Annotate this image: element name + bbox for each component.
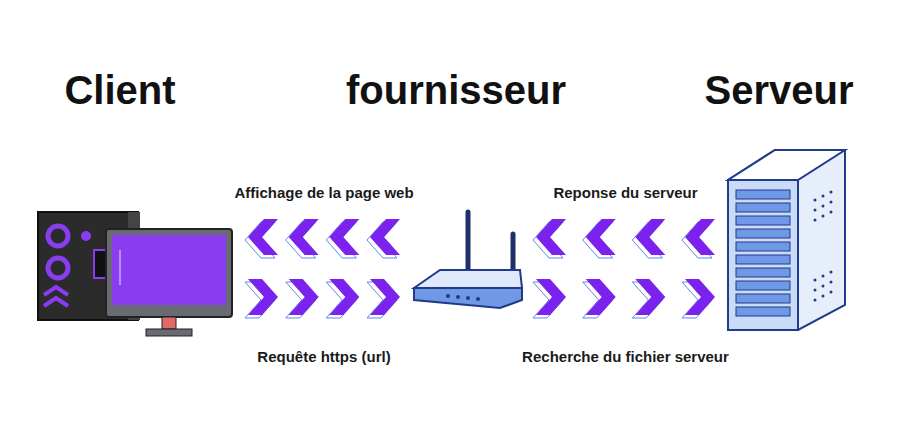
monitor-base xyxy=(146,329,192,336)
chevron xyxy=(536,279,566,315)
edge-label: Affichage de la page web xyxy=(231,183,416,203)
router-top xyxy=(414,270,522,288)
chevron xyxy=(586,279,616,315)
chevron xyxy=(685,219,715,255)
chevron xyxy=(635,279,665,315)
tower-grille xyxy=(44,287,68,306)
rack-vents xyxy=(814,191,833,302)
chevron xyxy=(370,219,400,255)
edge-label: Reponse du serveur xyxy=(550,183,700,203)
chevron xyxy=(586,219,616,255)
router-led xyxy=(466,296,470,300)
chevron xyxy=(536,219,566,255)
tower-fan xyxy=(48,226,68,246)
chevron xyxy=(289,279,319,315)
screen-glare xyxy=(119,250,121,285)
computer-illustration xyxy=(38,212,232,336)
edge-label: Requête https (url) xyxy=(254,347,393,367)
device-node: fournisseur xyxy=(410,70,526,340)
chevron-arrow xyxy=(245,219,400,258)
monitor-neck xyxy=(162,317,176,329)
router-illustration xyxy=(414,212,522,308)
rack-body xyxy=(728,150,845,330)
rack-units xyxy=(736,190,790,316)
monitor-screen xyxy=(112,235,226,305)
chevron xyxy=(248,219,278,255)
tower-light xyxy=(81,231,91,241)
device-heading: Client xyxy=(64,70,175,110)
device-node: Client xyxy=(36,70,238,340)
rack-top xyxy=(728,150,845,180)
chevron xyxy=(370,279,400,315)
router-front xyxy=(414,288,522,308)
chevron-arrow xyxy=(245,279,400,318)
router-led xyxy=(446,294,450,298)
rack-front xyxy=(728,180,798,330)
chevron xyxy=(635,219,665,255)
tower-fan xyxy=(48,258,68,278)
monitor-frame xyxy=(106,229,232,317)
chevron-arrow xyxy=(533,279,715,318)
chevron xyxy=(685,279,715,315)
router-led xyxy=(476,297,480,301)
device-heading: Serveur xyxy=(705,70,854,110)
server-illustration xyxy=(728,150,845,330)
chevron xyxy=(289,219,319,255)
chevron xyxy=(248,279,278,315)
router-antenna xyxy=(466,212,471,278)
chevron xyxy=(329,279,359,315)
device-node: Serveur xyxy=(725,70,847,340)
edge-label: Recherche du fichier serveur xyxy=(519,347,732,367)
device-heading: fournisseur xyxy=(346,70,566,110)
chevron-arrow xyxy=(533,219,715,258)
router-led xyxy=(456,295,460,299)
chevron xyxy=(329,219,359,255)
